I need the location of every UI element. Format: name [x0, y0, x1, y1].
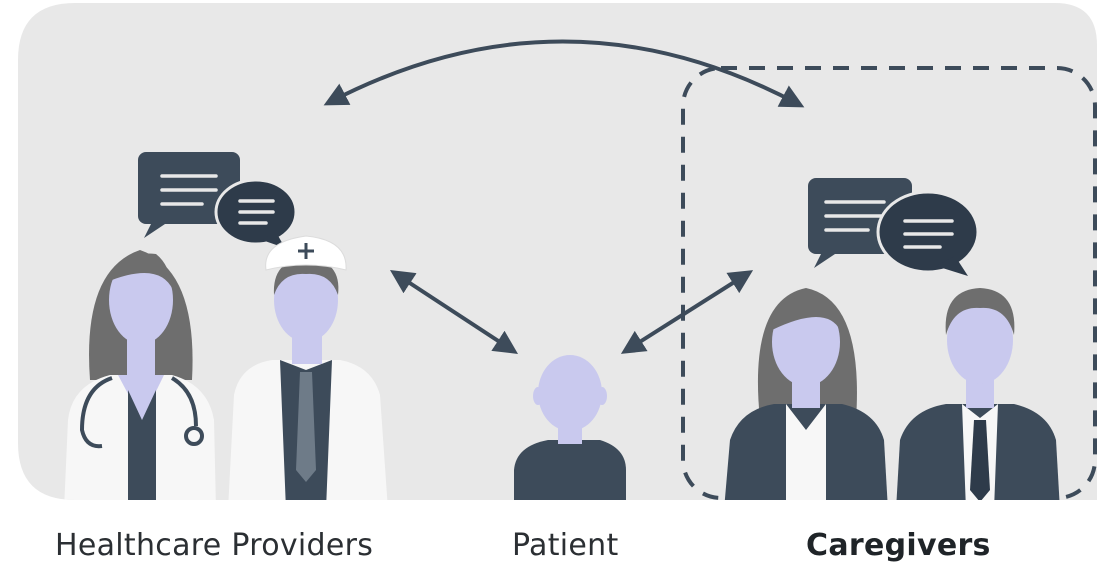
- patient-figure: [514, 355, 626, 500]
- providers-speech-bubbles-icon: [138, 152, 298, 248]
- caregivers-label: Caregivers: [806, 528, 991, 563]
- stethoscope-icon: [79, 376, 204, 449]
- patient-caregivers-arrow: [620, 270, 754, 354]
- care-network-diagram: [18, 3, 1097, 500]
- female-doctor-figure: [64, 250, 216, 500]
- nurse-cap-icon: [265, 235, 347, 271]
- providers-caregivers-arrow: [323, 39, 805, 108]
- female-caregiver-figure: [724, 288, 888, 500]
- male-doctor-figure: [228, 258, 388, 500]
- male-caregiver-figure: [896, 288, 1060, 500]
- patient-label: Patient: [512, 528, 619, 563]
- healthcare-providers-label: Healthcare Providers: [55, 528, 374, 563]
- providers-patient-arrow: [389, 270, 519, 354]
- caregivers-speech-bubbles-icon: [808, 178, 980, 276]
